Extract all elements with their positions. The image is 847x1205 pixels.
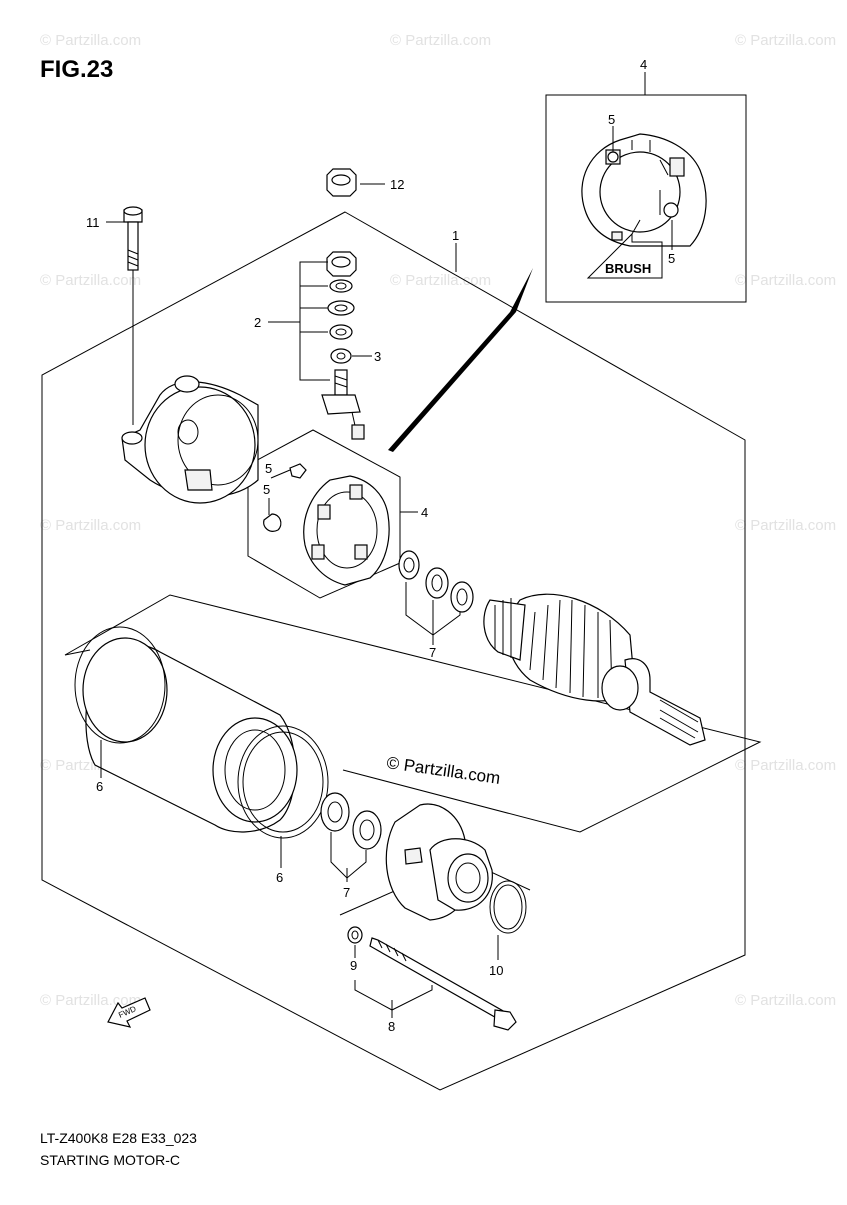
watermark-text: © Partzilla.com (735, 757, 836, 774)
watermark-text: © Partzilla.com (40, 517, 141, 534)
watermark-text: © Partzilla.com (735, 517, 836, 534)
brush-holder-detail (581, 133, 707, 247)
front-housing (385, 803, 493, 921)
watermark-grid: © Partzilla.com © Partzilla.com © Partzi… (40, 32, 836, 1009)
figure-name: STARTING MOTOR-C (40, 1152, 180, 1168)
callout-12: 12 (390, 177, 404, 192)
armature (483, 593, 706, 746)
callout-bracket-8 (354, 980, 433, 1011)
brush-plate-4 (263, 463, 390, 586)
callout-4-main: 4 (421, 505, 428, 520)
yoke-group-outline (64, 594, 762, 833)
watermark-text: © Partzilla.com (735, 992, 836, 1009)
inset-pointer-wedge (388, 268, 533, 452)
callout-11: 11 (86, 215, 100, 230)
o-rings-6 (74, 626, 329, 839)
watermark-text: © Partzilla.com (735, 272, 836, 289)
callout-6-left: 6 (96, 779, 103, 794)
callout-5-main-bottom: 5 (263, 482, 270, 497)
yoke (82, 637, 298, 833)
yoke-group-outline-tail (64, 649, 91, 656)
washers-7-upper (398, 550, 474, 613)
callout-6-mid: 6 (276, 870, 283, 885)
callout-5-inset-bottom: 5 (668, 251, 675, 266)
callout-2: 2 (254, 315, 261, 330)
watermark-text: © Partzilla.com (40, 992, 141, 1009)
brush-label-arrow (586, 232, 663, 279)
washer-9 (347, 926, 363, 944)
callout-9: 9 (350, 958, 357, 973)
figure-code: LT-Z400K8 E28 E33_023 (40, 1130, 197, 1146)
watermark-text: © Partzilla.com (390, 272, 491, 289)
terminal-parts-2 (321, 251, 365, 440)
watermark-text: © Partzilla.com (40, 32, 141, 49)
callout-10: 10 (489, 963, 503, 978)
watermark-text: © Partzilla.com (735, 32, 836, 49)
callout-numbers: 4 5 5 12 11 1 2 3 5 5 4 7 6 6 7 9 10 8 (86, 57, 675, 1034)
callout-8: 8 (388, 1019, 395, 1034)
washers-7-lower (320, 792, 382, 850)
callout-7-upper: 7 (429, 645, 436, 660)
watermark-text: © Partzilla.com (390, 32, 491, 49)
figure-title: FIG.23 (40, 56, 114, 83)
callout-5-main-top: 5 (265, 461, 272, 476)
o-ring-10 (489, 880, 527, 934)
callout-5-inset-top: 5 (608, 112, 615, 127)
assembly-outline (41, 211, 746, 1091)
callout-7-lower: 7 (343, 885, 350, 900)
callout-1: 1 (452, 228, 459, 243)
callout-line-5-main-top (270, 469, 291, 479)
nut-12 (326, 168, 357, 197)
brush-inset-box (545, 94, 747, 303)
callout-3: 3 (374, 349, 381, 364)
rear-housing (121, 375, 259, 504)
watermark-text: © Partzilla.com (40, 272, 141, 289)
copyright-text: © Partzilla.com (385, 753, 501, 788)
fwd-arrow-icon: FWD (107, 997, 151, 1028)
through-bolt-8 (369, 937, 517, 1031)
callout-bracket-2 (299, 261, 330, 381)
bolt-11 (123, 206, 143, 271)
callout-4-inset: 4 (640, 57, 647, 72)
brush-label: BRUSH (605, 261, 651, 276)
brush-pointer-line (631, 219, 641, 235)
